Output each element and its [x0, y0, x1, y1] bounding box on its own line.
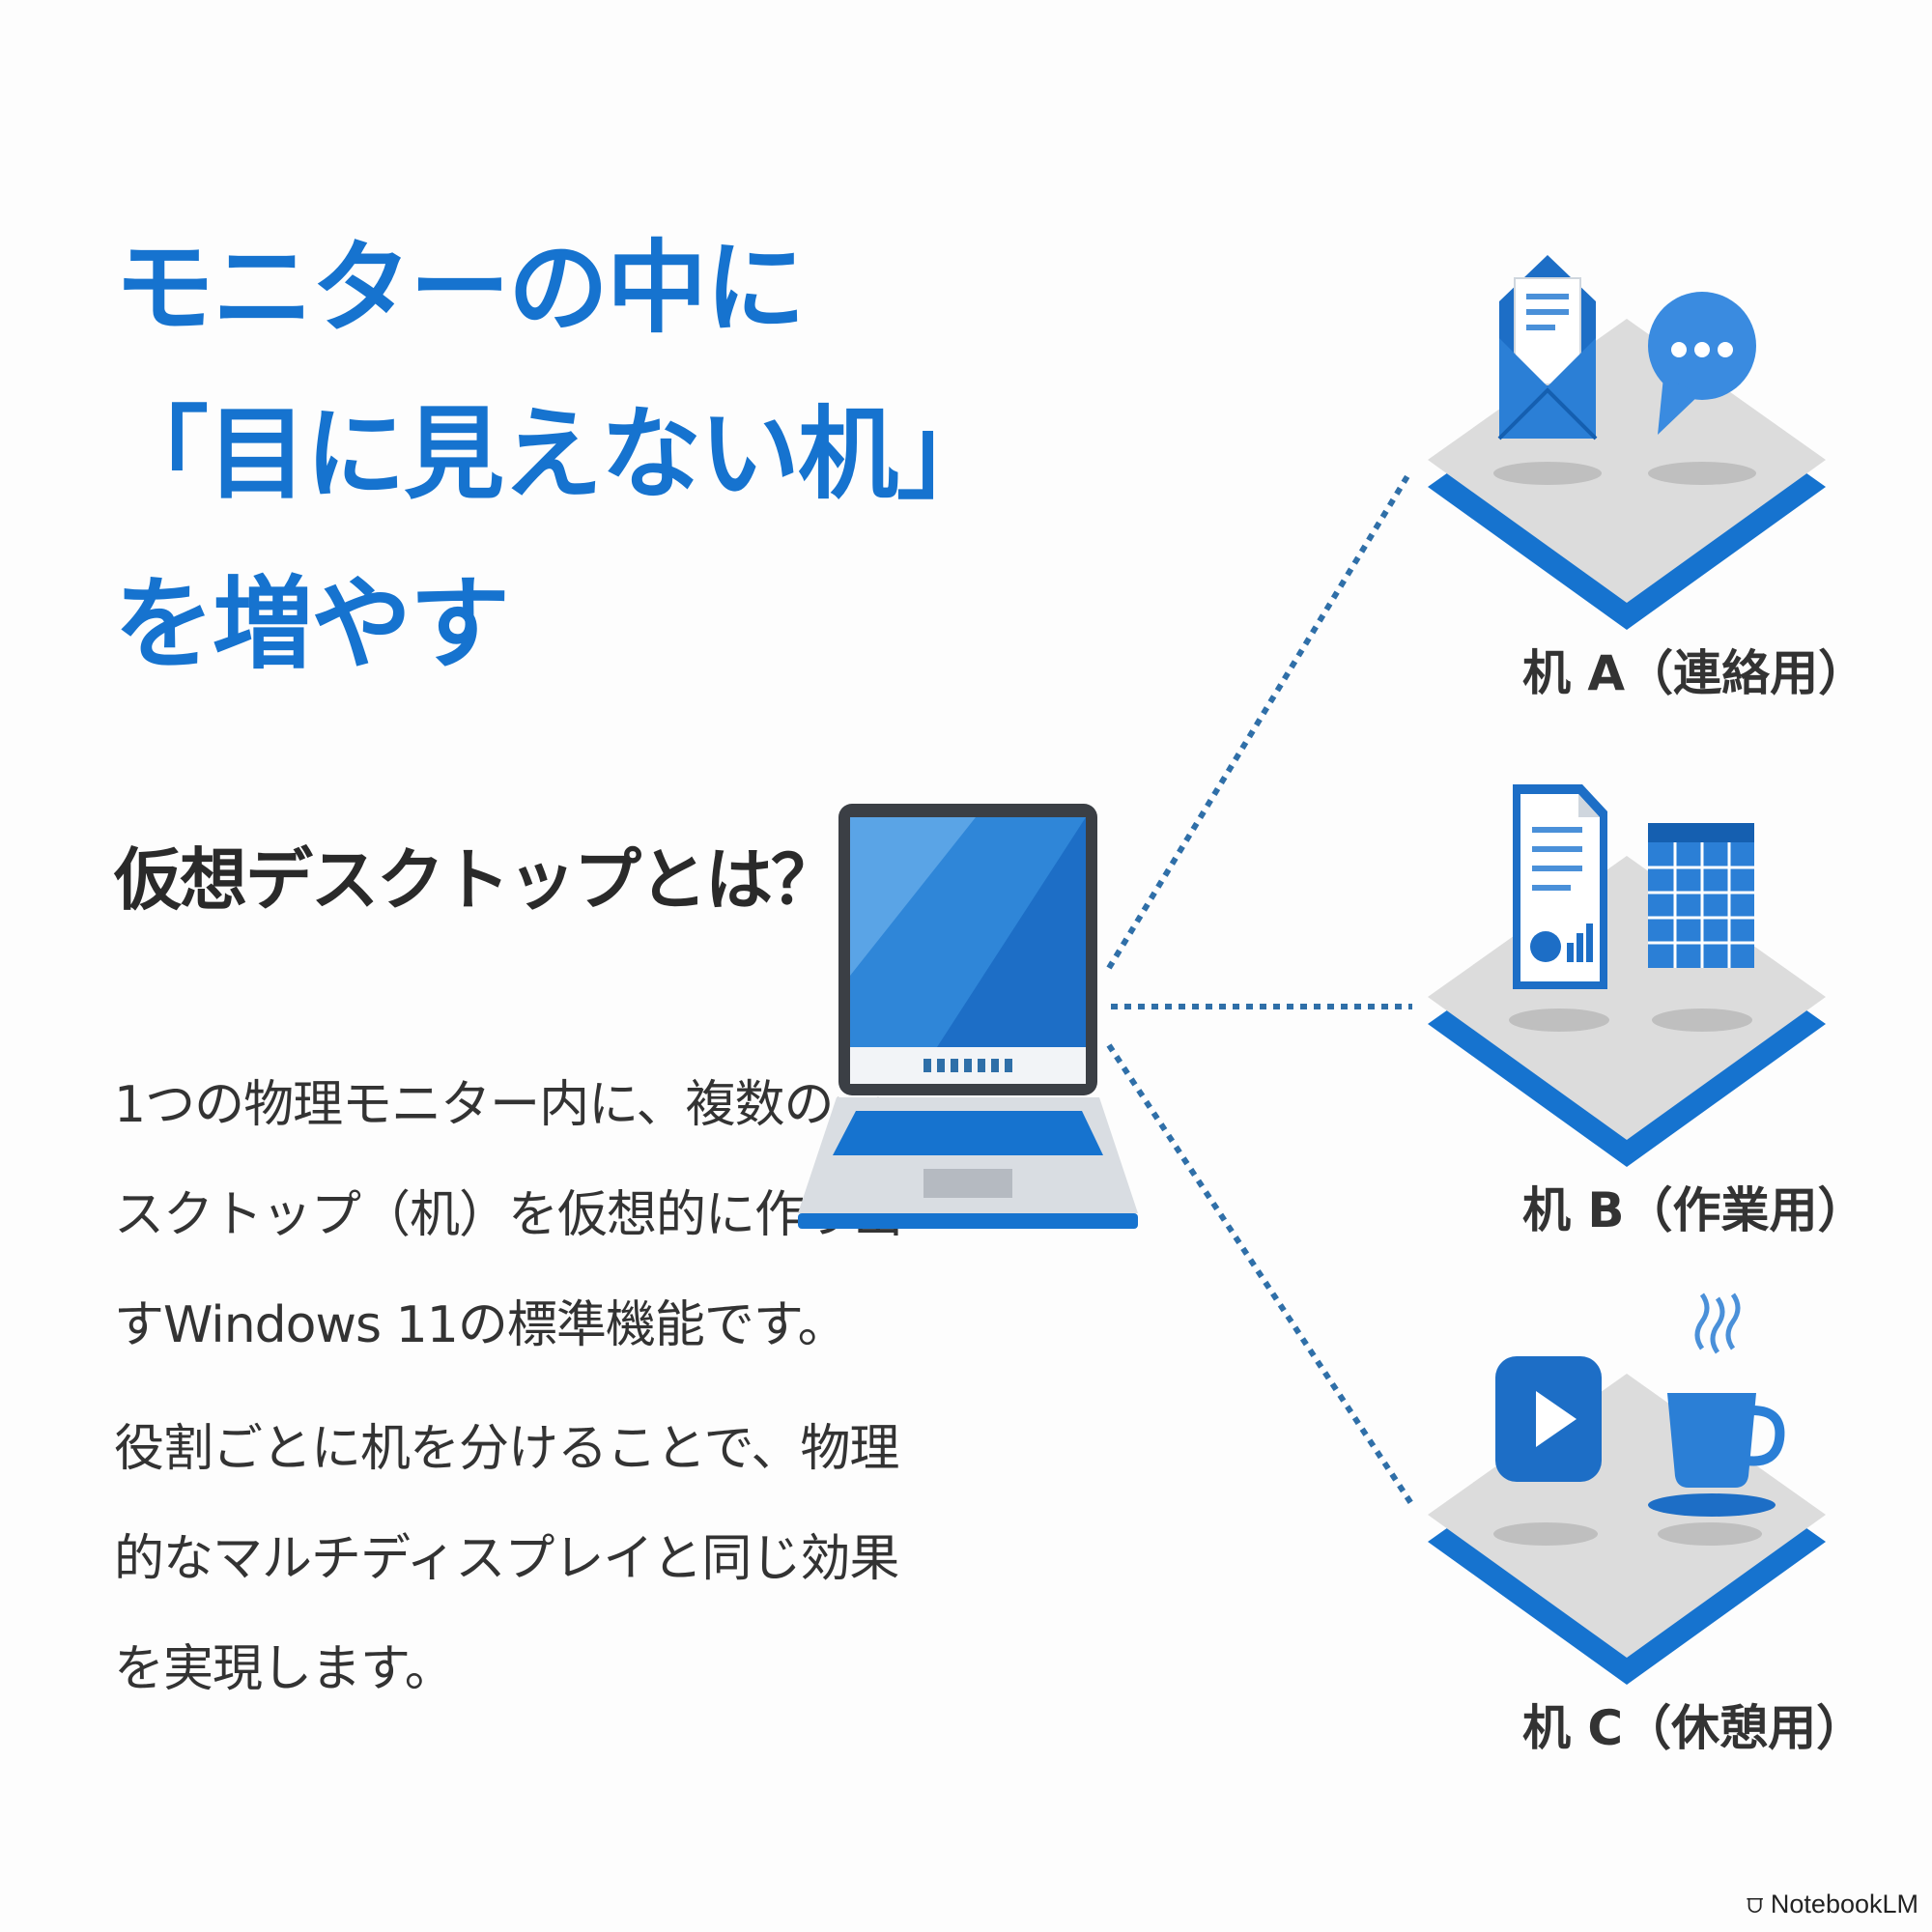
title-line-1: モニターの中に	[114, 229, 806, 347]
notebooklm-logo-icon: ⩌	[1746, 1889, 1771, 1918]
desk-b-platform	[1428, 856, 1826, 1167]
chat-bubble-icon	[1648, 292, 1756, 435]
desk-c-platform	[1428, 1374, 1826, 1685]
body-line: スクトップ（机）を仮想的に作り出	[114, 1186, 903, 1244]
watermark-text: NotebookLM	[1770, 1889, 1918, 1918]
envelope-icon	[1497, 255, 1598, 440]
body-line: すWindows 11の標準機能です。	[114, 1296, 848, 1354]
connector-lines	[1106, 469, 1415, 1507]
title-line-2: 「目に見えない机」	[108, 395, 997, 513]
play-button-icon	[1495, 1356, 1602, 1482]
connector-desk-c	[1106, 1043, 1415, 1507]
title-line-3: を増やす	[114, 565, 510, 683]
body-line: 1つの物理モニター内に、複数のデ	[114, 1076, 884, 1134]
coffee-cup-icon	[1648, 1293, 1785, 1517]
watermark: ⩌ NotebookLM	[1747, 1889, 1918, 1920]
body-line: 的なマルチディスプレイと同じ効果	[114, 1530, 899, 1588]
desk-b-label: 机 B（作業用）	[1522, 1182, 1866, 1238]
body-line: 役割ごとに机を分けることで、物理	[114, 1420, 899, 1478]
spreadsheet-icon	[1648, 823, 1754, 968]
document-icon	[1513, 784, 1607, 989]
desk-c-label: 机 C（休憩用）	[1522, 1700, 1865, 1756]
body-line: を実現します。	[114, 1640, 455, 1698]
connector-desk-a	[1106, 469, 1413, 970]
desk-a-platform	[1428, 319, 1826, 630]
subtitle: 仮想デスクトップとは？	[114, 840, 838, 920]
desk-a-label: 机 A（連絡用）	[1522, 645, 1867, 701]
laptop-icon	[798, 804, 1138, 1229]
